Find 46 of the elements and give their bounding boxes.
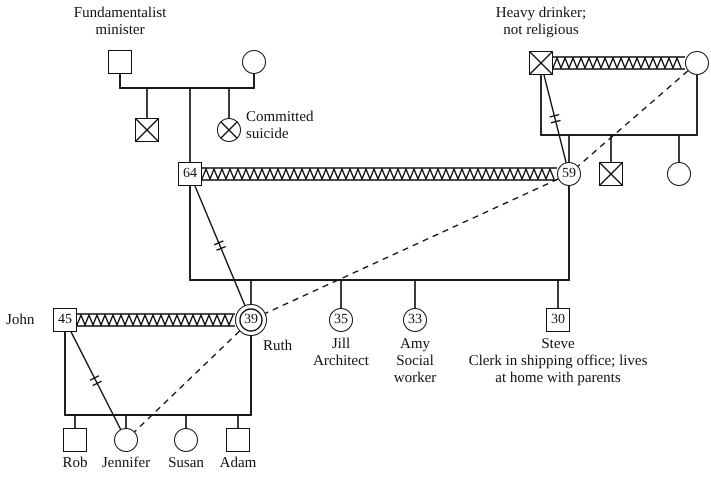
- female-symbol: [114, 428, 138, 452]
- cutoff-line: [70, 331, 122, 430]
- person-caption: Susan: [167, 455, 205, 472]
- female-symbol: [174, 428, 198, 452]
- relationship-line: [134, 330, 240, 432]
- person-caption: Fundamentalist minister: [72, 5, 168, 39]
- child-line: [557, 186, 570, 308]
- person-caption: Architect: [312, 353, 370, 370]
- conflict-marriage-line: [552, 56, 686, 70]
- male-symbol: 64: [178, 162, 202, 186]
- child-line: [237, 336, 252, 428]
- person-caption: Social worker: [392, 353, 438, 387]
- person-caption: Steve: [540, 336, 576, 353]
- male-symbol: 45: [53, 308, 77, 332]
- female-symbol: [667, 162, 691, 186]
- child-line: [678, 75, 698, 162]
- male-symbol: [63, 428, 87, 452]
- person-caption: Rob: [61, 455, 88, 472]
- female-symbol: 35: [329, 308, 353, 332]
- female-symbol: 59: [557, 162, 581, 186]
- deceased-male-symbol: [599, 162, 623, 186]
- male-symbol: [226, 428, 250, 452]
- female-symbol: 33: [403, 308, 427, 332]
- person-caption: Committed suicide: [246, 109, 314, 143]
- deceased-male-symbol: [529, 51, 553, 75]
- child-line: [189, 74, 255, 162]
- male-symbol: [108, 50, 132, 74]
- person-caption: Jennifer: [100, 455, 152, 472]
- person-caption: Jill: [330, 336, 352, 353]
- cutoff-line: [194, 185, 246, 306]
- person-caption: Clerk in shipping office; lives at home with parents: [468, 353, 648, 387]
- person-caption: Heavy drinker; not religious: [494, 5, 588, 39]
- female-symbol: [242, 50, 266, 74]
- deceased-male-symbol: [135, 118, 159, 142]
- index-person-symbol: 39: [235, 304, 267, 336]
- relationship-line: [265, 178, 558, 314]
- conflict-marriage-line: [201, 167, 558, 181]
- person-caption: Amy: [399, 336, 431, 353]
- conflict-marriage-line: [76, 313, 236, 327]
- relationship-line: [578, 70, 688, 167]
- person-caption: John: [6, 312, 36, 329]
- deceased-female-symbol: [217, 118, 241, 142]
- female-symbol: [685, 51, 709, 75]
- person-caption: Adam: [218, 455, 258, 472]
- male-symbol: 30: [546, 308, 570, 332]
- person-caption: Ruth: [263, 338, 294, 355]
